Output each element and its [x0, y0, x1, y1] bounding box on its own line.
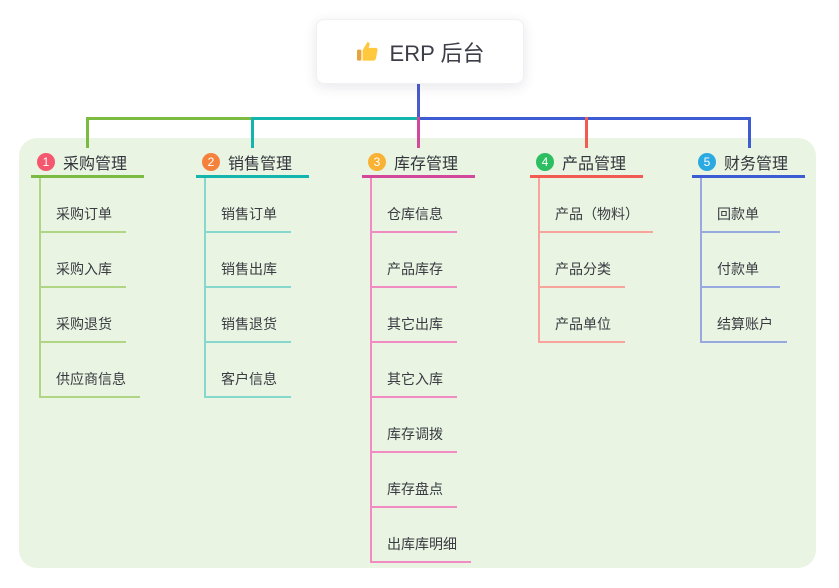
node-warehouse-info[interactable]: 仓库信息 [370, 178, 457, 233]
connector-segment-sales [252, 117, 418, 120]
connector-drop-finance [748, 117, 751, 148]
node-product-material[interactable]: 产品（物料） [538, 178, 653, 233]
branch-product-children: 产品（物料） 产品分类 产品单位 [538, 178, 653, 343]
node-payment-bill[interactable]: 付款单 [700, 233, 780, 288]
connector-drop-sales [251, 117, 254, 148]
node-purchase-order[interactable]: 采购订单 [39, 178, 126, 233]
branch-sales-children: 销售订单 销售出库 销售退货 客户信息 [204, 178, 309, 398]
branch-purchase-children: 采购订单 采购入库 采购退货 供应商信息 [39, 178, 144, 398]
branch-inventory-childline [370, 178, 372, 563]
node-product-category[interactable]: 产品分类 [538, 233, 625, 288]
node-product-stock[interactable]: 产品库存 [370, 233, 457, 288]
branch-finance: 5 财务管理 回款单 付款单 结算账户 [692, 148, 805, 343]
branch-product-childline [538, 178, 540, 343]
badge-4-icon: 4 [536, 152, 554, 171]
badge-2-icon: 2 [202, 152, 220, 171]
node-supplier-info[interactable]: 供应商信息 [39, 343, 140, 398]
node-settlement-account[interactable]: 结算账户 [700, 288, 787, 343]
root-title: ERP 后台 [389, 40, 485, 66]
branch-purchase-childline [39, 178, 41, 398]
branch-inventory: 3 库存管理 仓库信息 产品库存 其它出库 其它入库 库存调拨 库存盘点 出库库… [362, 148, 475, 563]
branch-finance-children: 回款单 付款单 结算账户 [700, 178, 805, 343]
node-product-unit[interactable]: 产品单位 [538, 288, 625, 343]
branch-inventory-label: 库存管理 [394, 155, 459, 173]
node-purchase-inbound[interactable]: 采购入库 [39, 233, 126, 288]
branch-finance-label: 财务管理 [724, 155, 789, 173]
connector-drop-inventory [417, 117, 420, 148]
root-node[interactable]: ERP 后台 [316, 19, 524, 84]
node-sales-outbound[interactable]: 销售出库 [204, 233, 291, 288]
node-other-inbound[interactable]: 其它入库 [370, 343, 457, 398]
connector-drop-purchase [86, 117, 89, 148]
node-stock-count[interactable]: 库存盘点 [370, 453, 457, 508]
branch-product: 4 产品管理 产品（物料） 产品分类 产品单位 [530, 148, 653, 343]
branch-inventory-header[interactable]: 3 库存管理 [362, 148, 475, 178]
branch-sales-childline [204, 178, 206, 398]
branch-purchase-header[interactable]: 1 采购管理 [31, 148, 144, 178]
thumbs-up-icon [356, 40, 380, 64]
node-sales-order[interactable]: 销售订单 [204, 178, 291, 233]
badge-5-icon: 5 [698, 152, 716, 171]
branch-sales: 2 销售管理 销售订单 销售出库 销售退货 客户信息 [196, 148, 309, 398]
branch-purchase-label: 采购管理 [63, 155, 128, 173]
connector-drop-product [585, 117, 588, 148]
branch-sales-header[interactable]: 2 销售管理 [196, 148, 309, 178]
branch-purchase: 1 采购管理 采购订单 采购入库 采购退货 供应商信息 [31, 148, 144, 398]
node-stock-transfer[interactable]: 库存调拨 [370, 398, 457, 453]
node-customer-info[interactable]: 客户信息 [204, 343, 291, 398]
branch-finance-childline [700, 178, 702, 343]
branches-panel [19, 138, 816, 568]
branch-inventory-children: 仓库信息 产品库存 其它出库 其它入库 库存调拨 库存盘点 出库库明细 [370, 178, 475, 563]
branch-finance-header[interactable]: 5 财务管理 [692, 148, 805, 178]
node-sales-return[interactable]: 销售退货 [204, 288, 291, 343]
badge-3-icon: 3 [368, 152, 386, 171]
branch-sales-label: 销售管理 [228, 155, 293, 173]
badge-1-icon: 1 [37, 152, 55, 171]
connector-segment-purchase [87, 117, 252, 120]
branch-product-label: 产品管理 [562, 155, 627, 173]
branch-product-header[interactable]: 4 产品管理 [530, 148, 643, 178]
connector-segment-finance [418, 117, 751, 120]
node-receipt-bill[interactable]: 回款单 [700, 178, 780, 233]
node-purchase-return[interactable]: 采购退货 [39, 288, 126, 343]
node-outbound-detail[interactable]: 出库库明细 [370, 508, 471, 563]
node-other-outbound[interactable]: 其它出库 [370, 288, 457, 343]
connector-root-stem [417, 84, 420, 118]
